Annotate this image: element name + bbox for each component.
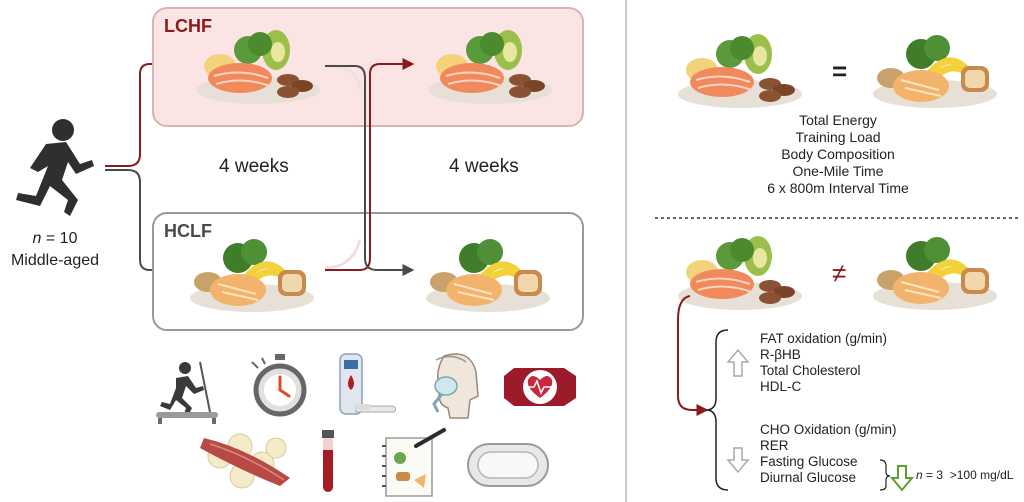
increased-variables-list: FAT oxidation (g/min) R-βHB Total Choles… <box>760 331 887 395</box>
n-symbol: n <box>916 468 923 482</box>
decreased-item: RER <box>760 438 789 453</box>
matched-item: Body Composition <box>781 146 895 162</box>
n-value: = 3 <box>926 468 944 482</box>
decreased-variables-list: CHO Oxidation (g/min) RER Fasting Glucos… <box>760 422 897 486</box>
phase-two-duration: 4 weeks <box>449 156 519 177</box>
glucose-brace <box>879 459 891 491</box>
matched-variables-list: Total Energy Training Load Body Composit… <box>728 112 948 197</box>
lchf-food-plate-icon <box>677 33 803 109</box>
lchf-food-plate-icon <box>677 235 803 311</box>
n-value: = 10 <box>45 230 78 247</box>
crossover-to-lchf-arrow <box>325 58 415 271</box>
blood-tube-icon <box>322 430 334 492</box>
equal-symbol: = <box>832 56 848 86</box>
stopwatch-icon <box>251 354 307 417</box>
glucose-sensor-icon <box>467 443 549 487</box>
hclf-food-plate-icon <box>873 35 997 108</box>
breathing-mask-icon <box>432 353 479 419</box>
green-down-arrow-icon <box>889 465 915 492</box>
food-diary-icon <box>382 428 446 497</box>
decreased-item: Diurnal Glucose <box>760 470 857 485</box>
glucose-meter-icon <box>339 353 397 415</box>
treadmill-icon <box>156 361 218 424</box>
down-arrow-icon <box>726 447 750 474</box>
lchf-label: LCHF <box>164 16 212 36</box>
subgroup-note: n = 3 >100 mg/dL <box>916 468 1013 482</box>
decreased-item: CHO Oxidation (g/min) <box>760 422 897 437</box>
cohort-group: Middle-aged <box>10 252 100 269</box>
crossover-to-hclf-arrow <box>325 65 415 276</box>
not-equal-symbol: ≠ <box>832 258 847 288</box>
running-person-icon <box>16 119 94 216</box>
increased-item: HDL-C <box>760 379 802 394</box>
n-symbol: n <box>32 230 42 247</box>
matched-item: Training Load <box>795 129 881 145</box>
hclf-label: HCLF <box>164 221 212 241</box>
phase-one-duration: 4 weeks <box>219 156 289 177</box>
increased-item: FAT oxidation (g/min) <box>760 331 888 346</box>
matched-item: Total Energy <box>799 112 877 128</box>
matched-item: 6 x 800m Interval Time <box>767 180 909 196</box>
lchf-assignment-arrow <box>105 58 183 167</box>
glucose-threshold: >100 mg/dL <box>949 468 1014 482</box>
up-arrow-icon <box>726 348 750 377</box>
increased-item: R-βHB <box>760 347 801 362</box>
decreased-item: Fasting Glucose <box>760 454 858 469</box>
hclf-food-plate-icon <box>873 237 997 310</box>
cohort-size: n = 10 <box>0 228 110 250</box>
matched-item: One-Mile Time <box>792 163 884 179</box>
increased-item: Total Cholesterol <box>760 363 861 378</box>
muscle-biopsy-icon <box>200 433 290 489</box>
effects-connector <box>677 295 709 416</box>
heart-rate-monitor-icon <box>504 368 576 406</box>
effects-brace <box>705 329 729 491</box>
hclf-assignment-arrow <box>105 169 183 276</box>
